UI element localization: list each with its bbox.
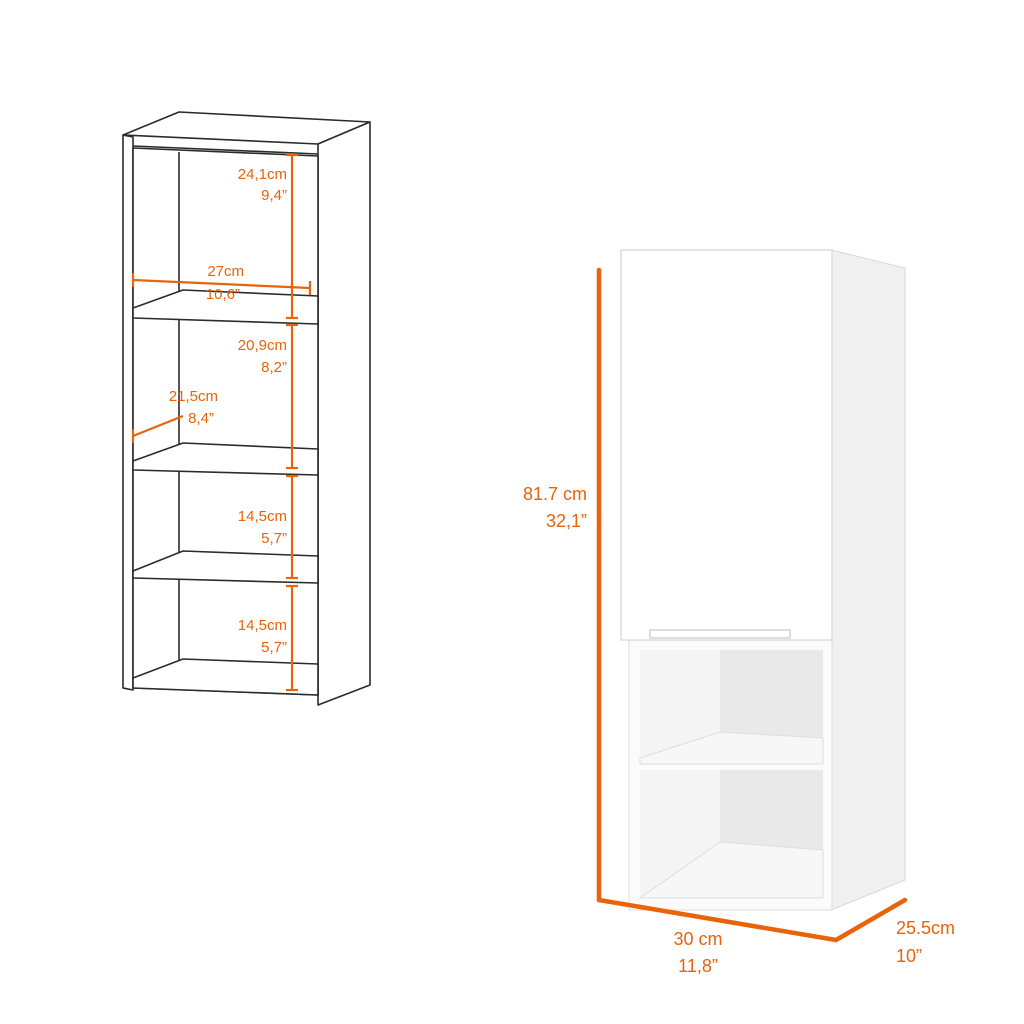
exterior-width-cm: 30 cm: [673, 929, 722, 949]
exterior-depth-line: [833, 897, 908, 943]
exterior-width-in: 11,8”: [678, 956, 718, 976]
interior-width-line: [132, 278, 311, 290]
shelf-3-height-cm: 14,5cm: [238, 508, 287, 525]
interior-dimension-labels: 24,1cm 9,4” 27cm 10,6” 20,9cm 8,2” 21,5c…: [169, 166, 287, 656]
exterior-depth-cm: 25.5cm: [896, 918, 955, 938]
shelf-2: [132, 442, 319, 476]
shelf-2-height-in: 8,2”: [261, 359, 287, 376]
cabinet-left-side-panel: [122, 134, 134, 691]
interior-cabinet-drawing: [122, 111, 371, 706]
exterior-width-line: [596, 897, 839, 943]
interior-width-in: 10,6”: [206, 286, 240, 303]
shelf-1-height-cm: 24,1cm: [238, 166, 287, 183]
bottom-shelf-render: [638, 841, 824, 899]
shelf-4-height-in: 5,7”: [261, 639, 287, 656]
cabinet-back-panel: [132, 147, 319, 696]
interior-depth-line: [132, 414, 184, 438]
shelf-1-height-in: 9,4”: [261, 187, 287, 204]
interior-dimension-lines: [131, 153, 312, 692]
cabinet-side-face: [830, 249, 906, 911]
interior-depth-cm: 21,5cm: [169, 388, 218, 405]
shelf-3: [132, 550, 319, 584]
cabinet-front-top-edge: [132, 145, 319, 155]
shelf-4-height-cm: 14,5cm: [238, 617, 287, 634]
exterior-cabinet-render: [620, 249, 906, 911]
shelf-bottom: [132, 658, 319, 696]
middle-shelf: [639, 731, 824, 765]
exterior-height-in: 32,1”: [546, 511, 587, 531]
door-handle: [649, 629, 791, 639]
exterior-dimension-lines: [596, 267, 908, 943]
shelf-3-height-in: 5,7”: [261, 530, 287, 547]
cabinet-right-side-panel: [317, 121, 371, 706]
interior-width-cm: 27cm: [207, 263, 244, 280]
exterior-dimension-labels: 81.7 cm 32,1” 30 cm 11,8” 25.5cm 10”: [523, 484, 955, 976]
interior-depth-in: 8,4”: [188, 410, 214, 427]
cabinet-door: [620, 249, 833, 641]
exterior-depth-in: 10”: [896, 946, 922, 966]
shelf-2-height-cm: 20,9cm: [238, 337, 287, 354]
exterior-height-cm: 81.7 cm: [523, 484, 587, 504]
shelf-1: [132, 289, 319, 325]
